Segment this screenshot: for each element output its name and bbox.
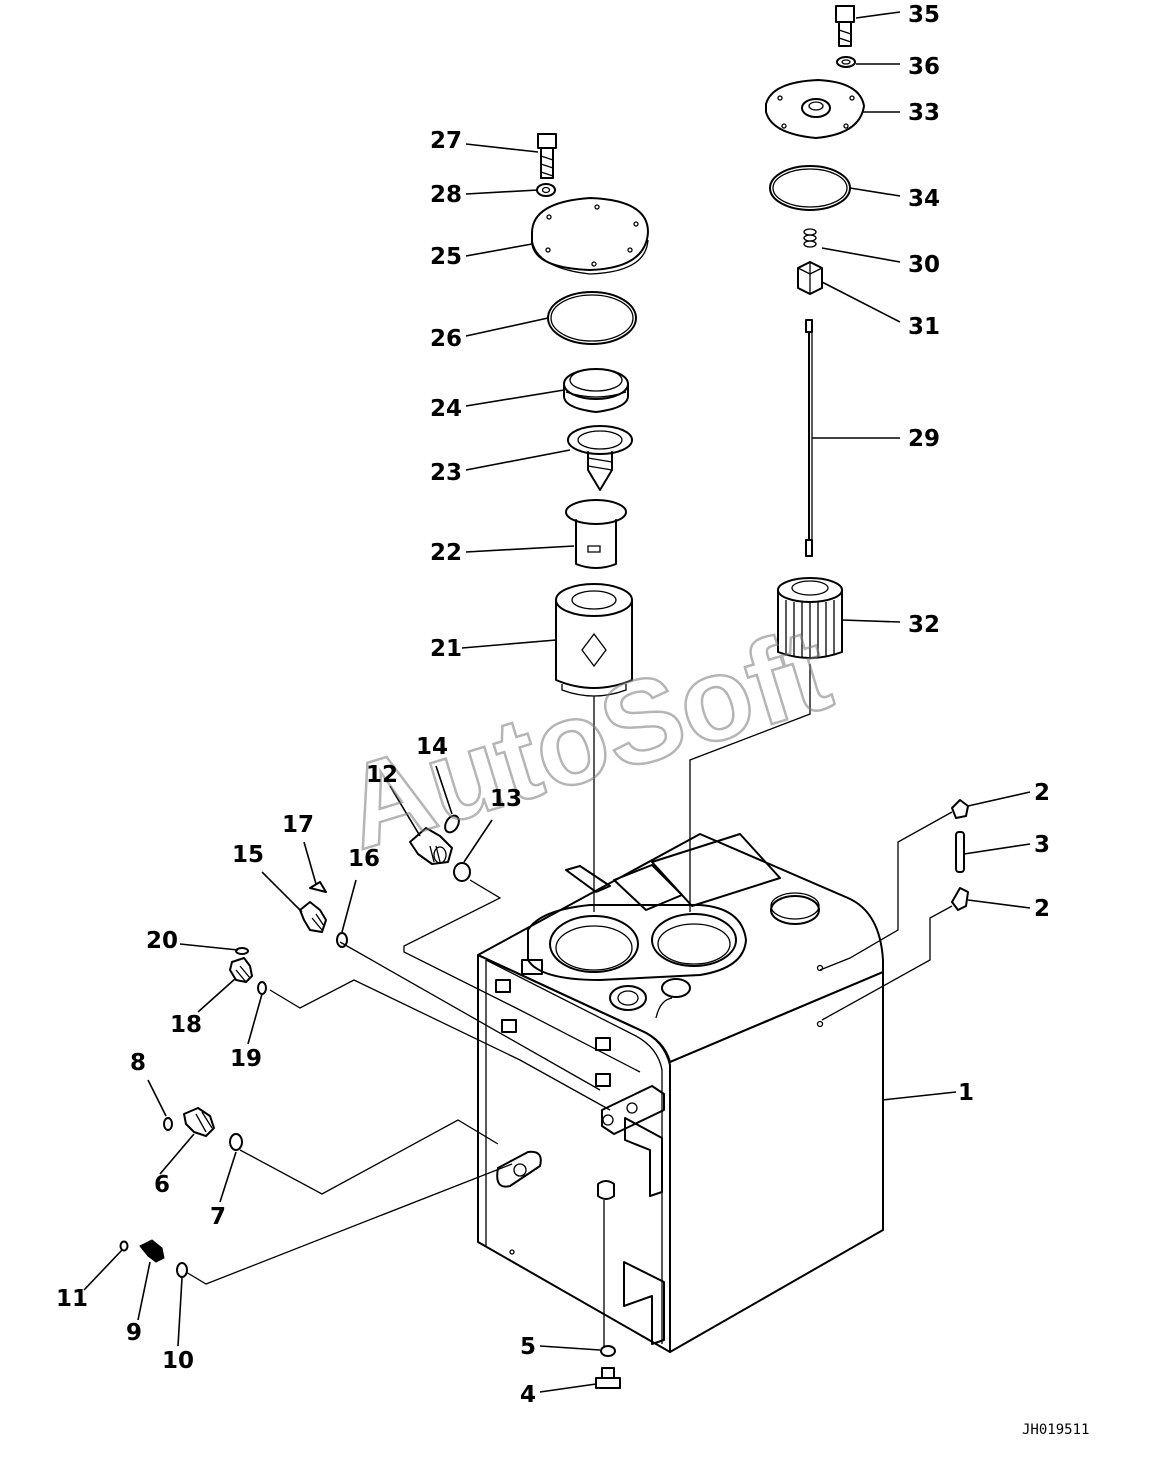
o-ring-11[interactable] — [119, 1240, 129, 1252]
elbow-12[interactable] — [409, 827, 453, 865]
filter-element-32[interactable] — [777, 577, 843, 659]
callout-3: 3 — [1034, 832, 1050, 858]
callout-8: 8 — [130, 1050, 146, 1076]
callouts: 1 2 3 2 4 5 6 7 8 9 10 11 12 13 14 15 16… — [56, 2, 1050, 1408]
callout-16: 16 — [348, 846, 380, 872]
valve-31[interactable] — [797, 261, 823, 295]
filter-element-21[interactable] — [555, 583, 633, 697]
callout-9: 9 — [126, 1320, 142, 1346]
o-ring-16[interactable] — [336, 932, 348, 948]
callout-13: 13 — [490, 786, 522, 812]
elbow-2-upper[interactable] — [951, 799, 969, 819]
elbow-6[interactable] — [183, 1107, 215, 1137]
elbow-2-lower[interactable] — [951, 887, 969, 911]
callout-32: 32 — [908, 612, 940, 638]
o-ring-8[interactable] — [163, 1117, 173, 1131]
callout-28: 28 — [430, 182, 462, 208]
callout-17: 17 — [282, 812, 314, 838]
valve-23[interactable] — [567, 425, 633, 491]
o-ring-20[interactable] — [235, 947, 249, 955]
rod-29[interactable] — [805, 319, 813, 557]
callout-10: 10 — [162, 1348, 194, 1374]
cover-25[interactable] — [531, 197, 649, 275]
callout-25: 25 — [430, 244, 462, 270]
callout-6: 6 — [154, 1172, 170, 1198]
assembly-lines — [185, 664, 953, 1346]
drain-plug-4[interactable] — [595, 1367, 621, 1389]
o-ring-19[interactable] — [257, 981, 267, 995]
callout-14: 14 — [416, 734, 448, 760]
gasket-26[interactable] — [547, 291, 637, 345]
callout-35: 35 — [908, 2, 940, 28]
gasket-34[interactable] — [769, 165, 851, 211]
o-ring-13[interactable] — [453, 862, 471, 882]
washer-28[interactable] — [536, 183, 556, 197]
callout-23: 23 — [430, 460, 462, 486]
callout-18: 18 — [170, 1012, 202, 1038]
callout-29: 29 — [908, 426, 940, 452]
strainer-22[interactable] — [565, 499, 627, 569]
tube-3[interactable] — [955, 831, 965, 873]
drawing-code: JH019511 — [1022, 1422, 1089, 1438]
wedge-17[interactable] — [309, 881, 327, 893]
leader-lines — [83, 11, 1031, 1393]
ring-24[interactable] — [563, 368, 629, 413]
callout-31: 31 — [908, 314, 940, 340]
callout-30: 30 — [908, 252, 940, 278]
o-ring-5[interactable] — [600, 1345, 616, 1357]
fitting-18[interactable] — [229, 957, 253, 983]
callout-15: 15 — [232, 842, 264, 868]
o-ring-7[interactable] — [229, 1133, 243, 1151]
callout-34: 34 — [908, 186, 940, 212]
callout-36: 36 — [908, 54, 940, 80]
bolt-27[interactable] — [537, 133, 557, 179]
callout-7: 7 — [210, 1204, 226, 1230]
callout-20: 20 — [146, 928, 178, 954]
elbow-15[interactable] — [299, 901, 327, 933]
callout-22: 22 — [430, 540, 462, 566]
callout-26: 26 — [430, 326, 462, 352]
callout-19: 19 — [230, 1046, 262, 1072]
washer-36[interactable] — [836, 56, 856, 68]
o-ring-10[interactable] — [176, 1262, 188, 1278]
callout-21: 21 — [430, 636, 462, 662]
bolt-35[interactable] — [835, 5, 855, 47]
hydraulic-tank[interactable] — [477, 833, 884, 1353]
callout-4: 4 — [520, 1382, 536, 1408]
callout-12: 12 — [366, 762, 398, 788]
o-ring-14[interactable] — [442, 813, 461, 835]
callout-27: 27 — [430, 128, 462, 154]
callout-2-lower: 2 — [1034, 896, 1050, 922]
callout-2-upper: 2 — [1034, 780, 1050, 806]
callout-33: 33 — [908, 100, 940, 126]
elbow-9[interactable] — [139, 1239, 165, 1263]
cover-33[interactable] — [765, 79, 865, 139]
callout-11: 11 — [56, 1286, 88, 1312]
callout-5: 5 — [520, 1334, 536, 1360]
callout-24: 24 — [430, 396, 462, 422]
spring-30[interactable] — [803, 228, 817, 248]
callout-1: 1 — [958, 1080, 974, 1106]
